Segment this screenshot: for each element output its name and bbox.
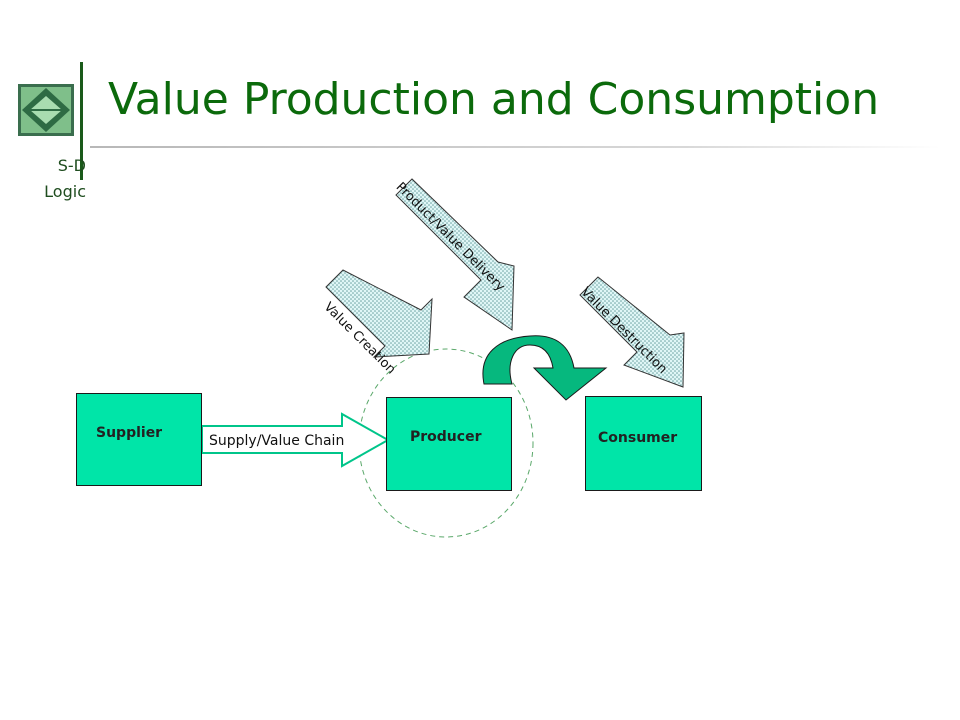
value-destruction-arrow [579, 276, 685, 388]
producer-label: Producer [410, 429, 482, 445]
title-underline [90, 146, 940, 148]
logo-divider [80, 62, 83, 180]
supply-chain-label: Supply/Value Chain [209, 433, 345, 449]
supplier-label: Supplier [96, 425, 163, 441]
supplier-box [76, 393, 202, 486]
sd-logic-logo-icon [18, 84, 74, 136]
producer-box [386, 397, 512, 491]
product-delivery-arrow [395, 178, 515, 331]
value-creation-arrow [325, 269, 433, 358]
consumer-label: Consumer [598, 430, 678, 446]
transfer-curved-arrow [482, 335, 608, 401]
logo-text-line2: Logic [44, 182, 86, 201]
consumer-box [585, 396, 702, 491]
supply-chain-arrow [201, 412, 391, 468]
page-title: Value Production and Consumption [108, 74, 880, 125]
logo-text-line1: S-D [57, 156, 86, 175]
